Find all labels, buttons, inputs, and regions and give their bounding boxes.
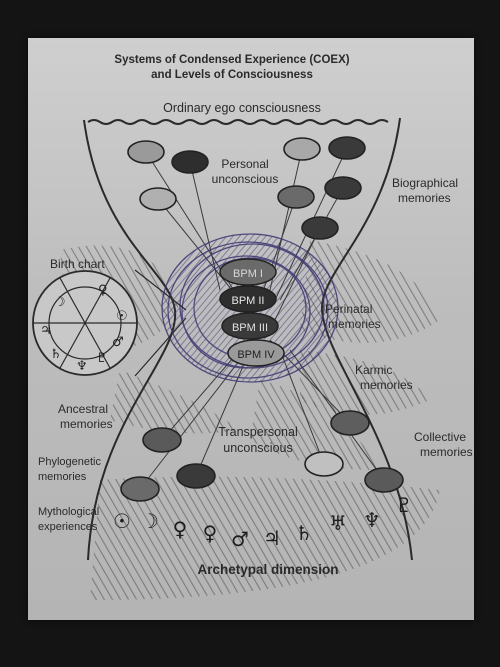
coex-ellipses-transpersonal: [120, 410, 404, 502]
diagram-title: Systems of Condensed Experience (COEX) a…: [114, 54, 349, 81]
ego-surface-line: [87, 119, 389, 125]
bpm-1-label: BPM I: [233, 268, 263, 280]
jupiter-icon: ♃: [263, 526, 281, 550]
perinatal-label-2: memories: [328, 317, 381, 331]
jupiter-glyph: ♃: [40, 323, 52, 338]
ordinary-ego-label: Ordinary ego consciousness: [163, 101, 321, 115]
coex-ellipses-personal: [127, 136, 366, 240]
pluto-icon: ♇: [395, 493, 413, 517]
venus-glyph: ♀: [98, 283, 108, 298]
ancestral-label-1: Ancestral: [58, 402, 108, 416]
title-line-1: Systems of Condensed Experience (COEX): [114, 54, 349, 66]
coex-ellipse: [142, 427, 182, 453]
coex-ellipse: [301, 216, 339, 240]
birth-chart: [32, 269, 187, 377]
mars-icon: ♂: [231, 527, 249, 551]
collective-label-2: memories: [420, 445, 473, 459]
coex-ellipse: [120, 476, 160, 502]
coex-ellipse: [176, 463, 216, 489]
personal-unconscious-label-2: unconscious: [212, 172, 279, 186]
archetypal-label: Archetypal dimension: [197, 562, 338, 577]
bpm-2-ellipse: [219, 285, 277, 313]
collective-label-1: Collective: [414, 430, 466, 444]
coex-ellipse: [283, 137, 321, 161]
biographical-label-1: Biographical: [392, 176, 458, 190]
coex-ellipse: [324, 176, 362, 200]
level-labels: Ordinary ego consciousness Personal unco…: [38, 101, 473, 577]
coex-ellipse: [330, 410, 370, 436]
coex-ellipse: [127, 140, 165, 164]
biographical-label-2: memories: [398, 191, 451, 205]
coex-ellipse: [364, 467, 404, 493]
mars-glyph: ♂: [112, 335, 124, 350]
karmic-label-1: Karmic: [355, 363, 392, 377]
sun-icon: ☉: [113, 509, 131, 533]
bpm-4-ellipse: [227, 339, 285, 367]
ancestral-label-2: memories: [60, 417, 113, 431]
planet-symbols-row: ☉ ☽ ♀ ♀ ♂ ♃ ♄ ♅ ♆ ♇: [113, 493, 413, 551]
bpm-2-label: BPM II: [231, 295, 264, 307]
bpm-3-ellipse: [221, 312, 279, 340]
moon-glyph: ☽: [54, 295, 66, 310]
bpm-4-label: BPM IV: [237, 349, 275, 361]
coex-ellipse: [139, 187, 177, 211]
personal-unconscious-label-1: Personal: [221, 157, 268, 171]
phylogenetic-label-1: Phylogenetic: [38, 456, 101, 468]
sun-glyph: ☉: [116, 309, 128, 324]
title-line-2: and Levels of Consciousness: [151, 69, 313, 81]
bpm-3-label: BPM III: [232, 322, 268, 334]
saturn-icon: ♄: [295, 521, 313, 545]
venus-icon: ♀: [203, 521, 218, 545]
phylogenetic-label-2: memories: [38, 471, 87, 483]
bpm-1-ellipse: [219, 258, 277, 286]
neptune-icon: ♆: [363, 508, 381, 532]
transpersonal-label-2: unconscious: [223, 441, 293, 455]
pluto-glyph: ♇: [96, 351, 108, 366]
bpm-stack: BPM I BPM II BPM III BPM IV: [219, 258, 285, 367]
karmic-label-2: memories: [360, 378, 413, 392]
uranus-icon: ♅: [329, 511, 347, 535]
birth-chart-label: Birth chart: [50, 257, 105, 271]
perinatal-label-1: Perinatal: [325, 302, 372, 316]
coex-ellipse: [304, 451, 344, 477]
coex-ellipse: [328, 136, 366, 160]
birth-chart-glyphs: ☽ ♀ ☉ ♂ ♃ ♄ ♆ ♇: [40, 283, 128, 374]
mythological-label-2: experiences: [38, 521, 98, 533]
venus-icon: ♀: [173, 517, 188, 541]
neptune-glyph: ♆: [76, 359, 88, 374]
saturn-glyph: ♄: [50, 347, 62, 362]
coex-ellipse: [277, 185, 315, 209]
mythological-label-1: Mythological: [38, 506, 99, 518]
transpersonal-label-1: Transpersonal: [218, 425, 297, 439]
moon-icon: ☽: [141, 509, 159, 533]
coex-ellipse: [171, 150, 209, 174]
